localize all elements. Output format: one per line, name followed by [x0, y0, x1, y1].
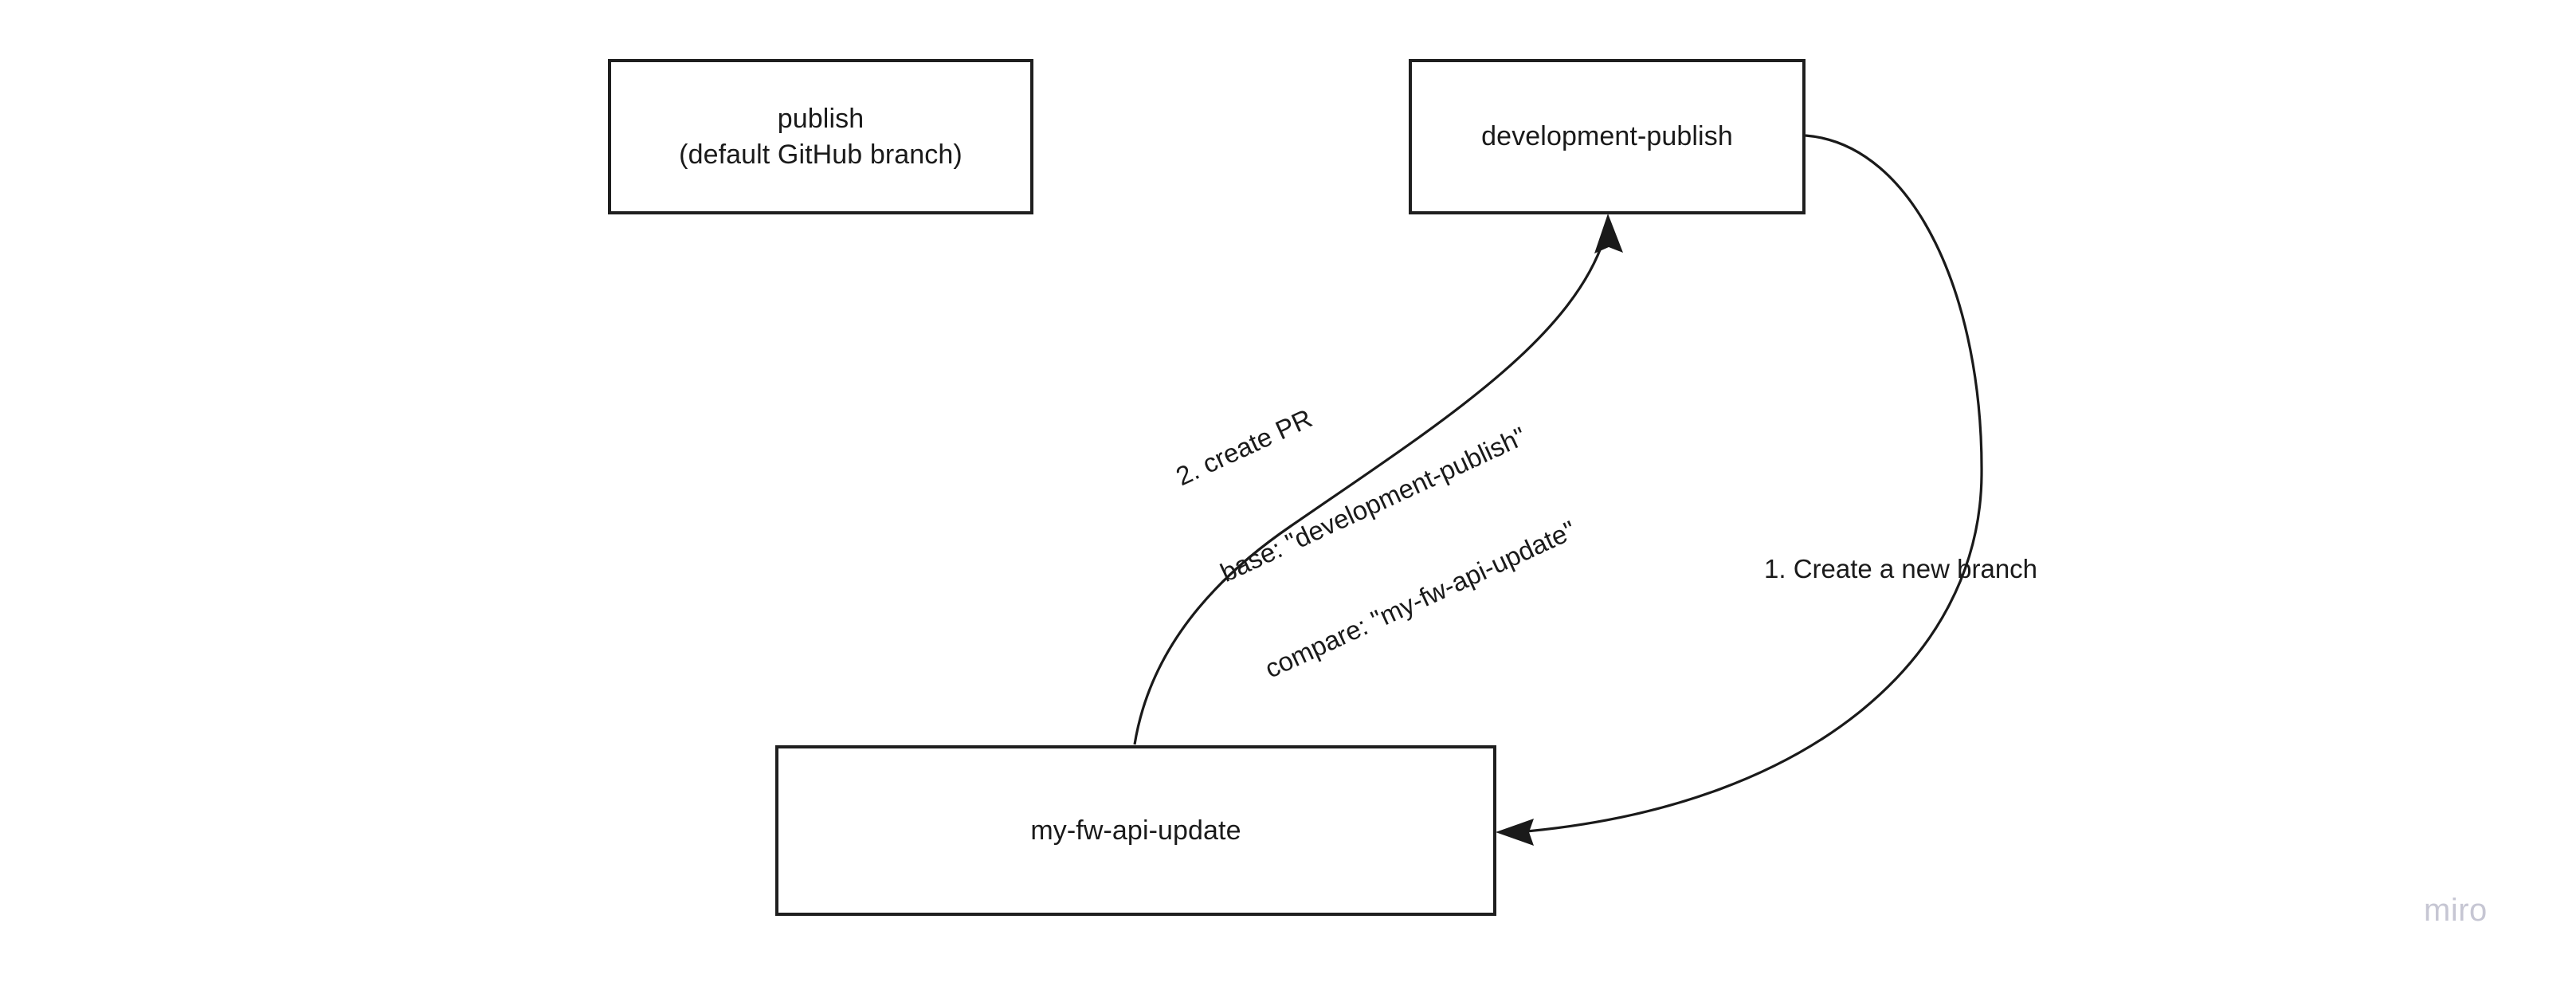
- node-my-fw-api-update-label: my-fw-api-update: [1030, 815, 1241, 846]
- node-my-fw-api-update[interactable]: my-fw-api-update: [775, 745, 1496, 916]
- node-publish[interactable]: publish (default GitHub branch): [608, 59, 1033, 214]
- edge-create-pr-arrowhead: [1594, 214, 1623, 253]
- node-development-publish-label: development-publish: [1481, 121, 1733, 152]
- edge-create-pr-path[interactable]: [1133, 238, 1606, 745]
- node-development-publish[interactable]: development-publish: [1409, 59, 1806, 214]
- edge-create-branch-arrowhead: [1496, 819, 1534, 846]
- edge-label-create-pr-line-2: base: "development-publish": [1215, 421, 1531, 588]
- node-publish-label: publish (default GitHub branch): [679, 103, 963, 170]
- edge-label-create-branch[interactable]: 1. Create a new branch: [1764, 554, 2038, 583]
- edge-create-branch[interactable]: [1496, 134, 1983, 846]
- edge-create-pr[interactable]: [1133, 214, 1623, 745]
- edge-create-branch-path[interactable]: [1517, 134, 1983, 834]
- miro-watermark: miro: [2424, 893, 2488, 928]
